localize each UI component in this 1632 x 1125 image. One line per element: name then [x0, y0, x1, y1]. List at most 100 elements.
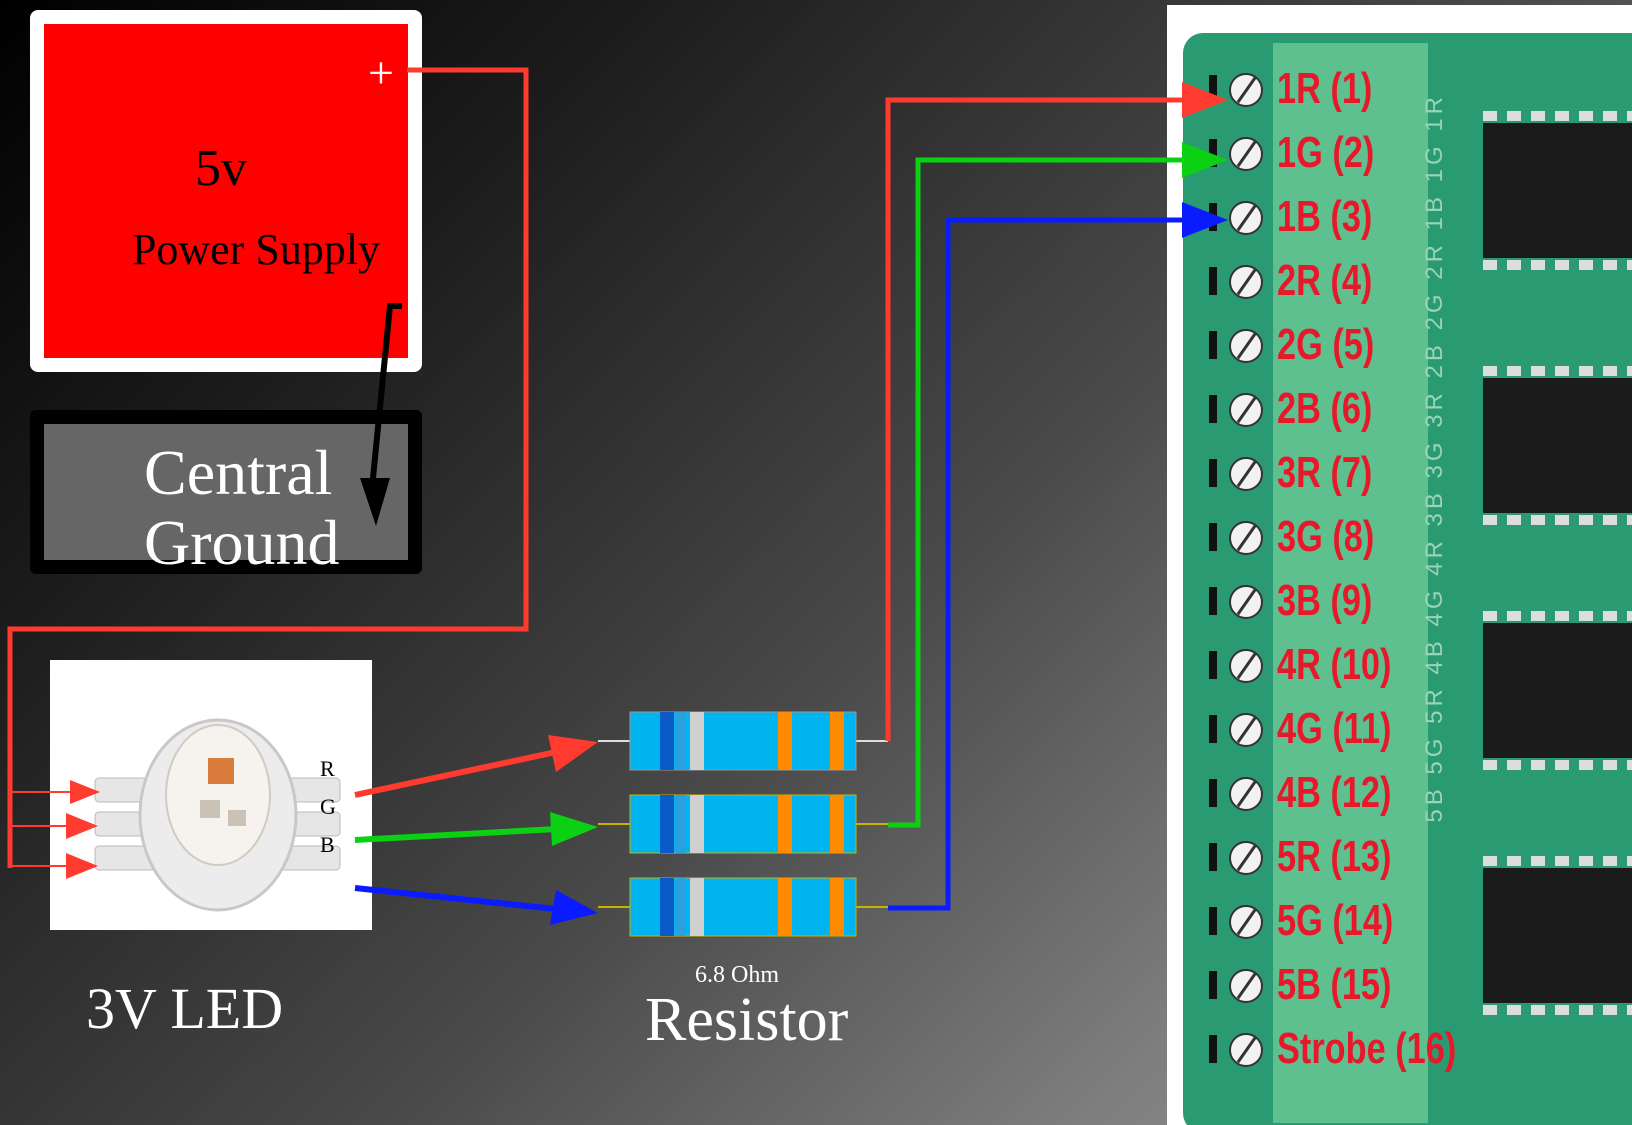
blue-led-wire: [354, 885, 557, 912]
screw-icon: [1229, 329, 1263, 363]
ic-chip: [1483, 366, 1632, 525]
power-supply: 5v Power Supply +: [30, 10, 422, 372]
terminal-row: 4G (11): [1167, 697, 1587, 761]
terminal-label: 2R (4): [1277, 256, 1373, 305]
ic-chip: [1483, 111, 1632, 270]
blue-board-arrow-head: [1182, 202, 1228, 238]
terminal-row: 1B (3): [1167, 185, 1587, 249]
terminal-row: 2G (5): [1167, 313, 1587, 377]
terminal-pin: [1209, 331, 1217, 359]
led-pin-g: G: [320, 794, 336, 819]
ic-chip: [1483, 856, 1632, 1015]
supply-voltage: 5v: [195, 140, 247, 197]
resistor-value: 6.8 Ohm: [695, 962, 779, 988]
terminal-label: 3B (9): [1277, 576, 1373, 625]
terminal-label: 4R (10): [1277, 640, 1392, 689]
green-board-arrow-head: [1182, 142, 1228, 178]
terminal-label: 1B (3): [1277, 192, 1373, 241]
blue-board-wire: [888, 217, 1190, 911]
power-supply-face: 5v Power Supply: [44, 24, 408, 358]
red-arrow-head: [548, 735, 598, 772]
terminal-pin: [1209, 75, 1217, 103]
screw-icon: [1229, 1033, 1263, 1067]
screw-icon: [1229, 777, 1263, 811]
terminal-label: Strobe (16): [1277, 1024, 1457, 1073]
terminal-pin: [1209, 459, 1217, 487]
terminal-row: 1G (2): [1167, 121, 1587, 185]
terminal-pin: [1209, 139, 1217, 167]
supply-label: Power Supply: [131, 225, 381, 274]
terminal-row: 4B (12): [1167, 761, 1587, 825]
terminal-label: 1G (2): [1277, 128, 1375, 177]
terminal-label: 3G (8): [1277, 512, 1375, 561]
screw-icon: [1229, 713, 1263, 747]
terminal-row: 5R (13): [1167, 825, 1587, 889]
terminal-row: Strobe (16): [1167, 1017, 1587, 1081]
terminal-row: 3R (7): [1167, 441, 1587, 505]
ground-label-line2: Ground: [144, 507, 340, 578]
terminal-label: 1R (1): [1277, 64, 1373, 113]
resistor-red: [598, 711, 888, 771]
led-pin-r: R: [320, 756, 335, 781]
screw-icon: [1229, 201, 1263, 235]
screw-icon: [1229, 905, 1263, 939]
terminal-pin: [1209, 651, 1217, 679]
terminal-pin: [1209, 779, 1217, 807]
controller-board: 5B 5G 5R 4B 4G 4R 3B 3G 3R 2B 2G 2R 1B 1…: [1167, 5, 1632, 1125]
screw-icon: [1229, 457, 1263, 491]
screw-icon: [1229, 649, 1263, 683]
terminal-pin: [1209, 1035, 1217, 1063]
arrow-head: [70, 780, 100, 804]
led-image: R G B: [50, 660, 372, 930]
terminal-row: 3G (8): [1167, 505, 1587, 569]
terminal-label: 2B (6): [1277, 384, 1373, 433]
terminal-pin: [1209, 587, 1217, 615]
screw-icon: [1229, 73, 1263, 107]
ground-label: Central Ground: [144, 438, 340, 578]
terminal-label: 4B (12): [1277, 768, 1392, 817]
ground-label-line1: Central: [144, 437, 333, 508]
screw-icon: [1229, 969, 1263, 1003]
rgb-led-icon: [94, 718, 341, 912]
screw-icon: [1229, 137, 1263, 171]
green-board-wire: [888, 157, 1190, 828]
red-board-wire: [885, 97, 1190, 741]
plus-terminal-icon: +: [368, 47, 394, 98]
terminal-label: 4G (11): [1277, 704, 1392, 753]
led-label: 3V LED: [86, 976, 284, 1041]
resistor-green: [598, 794, 888, 854]
terminal-label: 5R (13): [1277, 832, 1392, 881]
resistor-label: Resistor: [645, 986, 849, 1054]
terminal-label: 3R (7): [1277, 448, 1373, 497]
screw-icon: [1229, 585, 1263, 619]
red-board-arrow-head: [1182, 82, 1228, 118]
red-led-wire: [354, 749, 557, 798]
ground-wire: [369, 303, 402, 489]
resistor-blue: [598, 877, 888, 937]
supply-positive-wire: [7, 67, 529, 868]
central-ground: Central Ground: [30, 410, 422, 578]
screw-icon: [1229, 393, 1263, 427]
blue-arrow-head: [550, 890, 598, 925]
ic-chip: [1483, 611, 1632, 770]
screw-icon: [1229, 841, 1263, 875]
terminal-row: 5B (15): [1167, 953, 1587, 1017]
screw-icon: [1229, 521, 1263, 555]
terminal-pin: [1209, 971, 1217, 999]
terminal-pin: [1209, 267, 1217, 295]
terminal-label: 5G (14): [1277, 896, 1394, 945]
terminal-label: 5B (15): [1277, 960, 1392, 1009]
arrow-head: [66, 853, 98, 879]
arrow-head: [66, 813, 98, 839]
resistors: [598, 711, 888, 937]
terminal-pin: [1209, 907, 1217, 935]
terminal-strip: [1273, 43, 1428, 1123]
terminal-label: 2G (5): [1277, 320, 1375, 369]
led-pin-b: B: [320, 832, 335, 857]
terminal-pin: [1209, 395, 1217, 423]
terminal-row: 2B (6): [1167, 377, 1587, 441]
terminal-row: 5G (14): [1167, 889, 1587, 953]
terminal-row: 4R (10): [1167, 633, 1587, 697]
green-led-wire: [354, 826, 557, 843]
